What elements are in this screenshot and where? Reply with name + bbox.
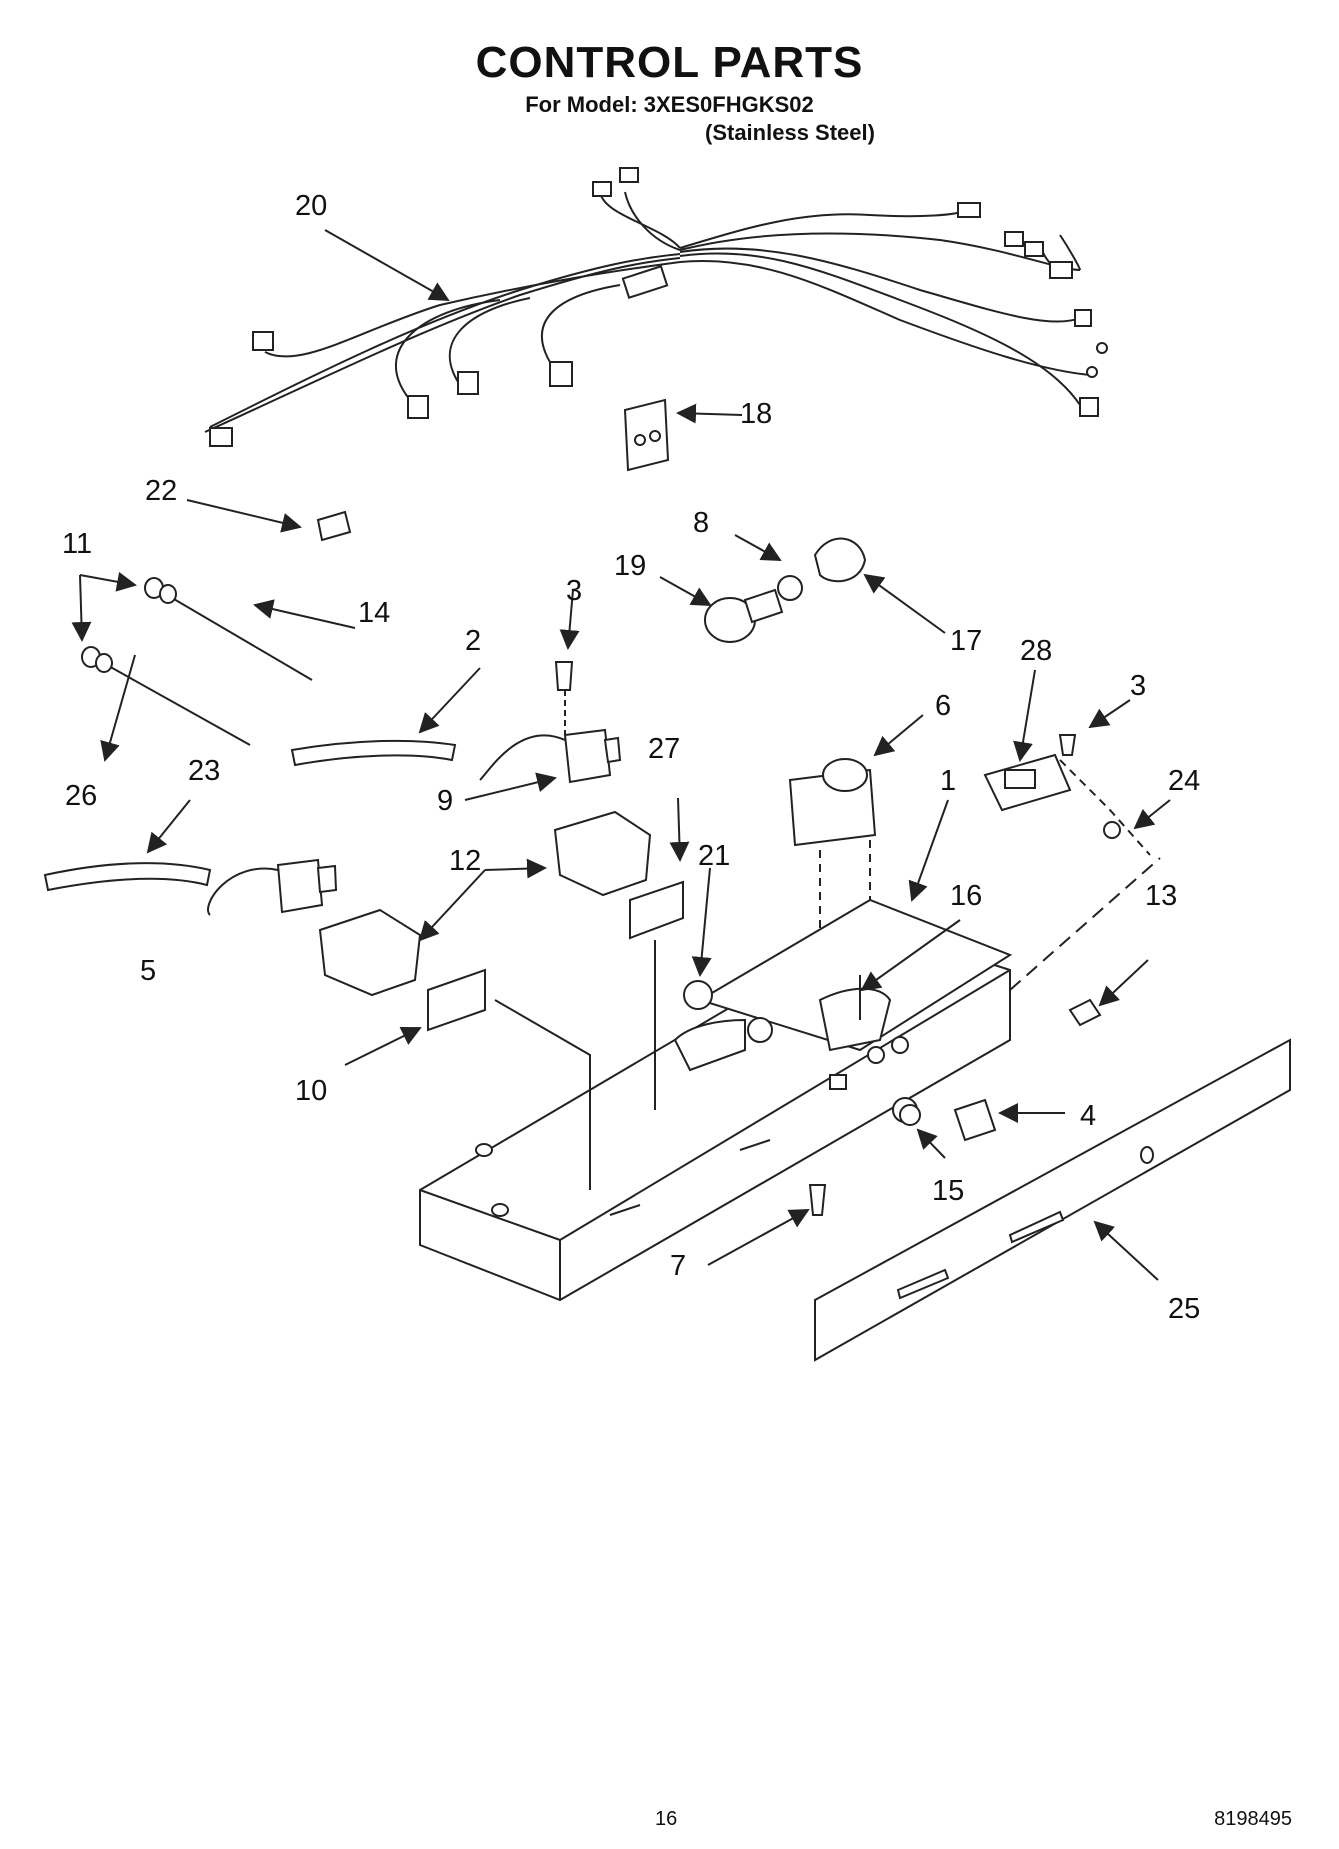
callout-21: 21 (698, 840, 730, 872)
board-28 (983, 734, 1151, 856)
label-10 (427, 968, 486, 1032)
tube-23 (43, 862, 212, 892)
lens-15 (899, 1104, 921, 1126)
rods-and-bushings (81, 577, 313, 746)
callout-23: 23 (188, 755, 220, 787)
cover-25 (814, 1038, 1291, 1362)
screw-7 (808, 1184, 827, 1216)
callout-17: 17 (950, 625, 982, 657)
clip-22 (316, 510, 352, 542)
bracket-12-b (553, 810, 652, 897)
callout-3-left: 3 (566, 575, 582, 607)
callout-19: 19 (614, 550, 646, 582)
wire-harness (204, 167, 1108, 447)
bracket-12-a (318, 908, 422, 997)
callout-14: 14 (358, 597, 390, 629)
model-line: For Model: 3XES0FHGKS02 (525, 92, 814, 117)
callout-16: 16 (950, 880, 982, 912)
callout-22: 22 (145, 475, 177, 507)
finish-line: (Stainless Steel) (705, 120, 875, 145)
callout-3-right: 3 (1130, 670, 1146, 702)
callout-26: 26 (65, 780, 97, 812)
callout-2: 2 (465, 625, 481, 657)
tube-2 (290, 739, 457, 767)
callout-1: 1 (940, 765, 956, 797)
callout-4: 4 (1080, 1100, 1096, 1132)
switch-9 (479, 661, 622, 784)
callout-11: 11 (62, 528, 92, 560)
switch-5 (207, 858, 338, 916)
callout-10: 10 (295, 1075, 327, 1107)
callout-25: 25 (1168, 1293, 1200, 1325)
label-27 (629, 880, 684, 940)
callout-8: 8 (693, 507, 709, 539)
callout-20: 20 (295, 190, 327, 222)
bracket-18 (623, 398, 670, 472)
callout-27: 27 (648, 733, 680, 765)
callout-5: 5 (140, 955, 156, 987)
leader-lines (71, 229, 1171, 1281)
callout-28: 28 (1020, 635, 1052, 667)
timer-6 (788, 758, 877, 975)
light-assembly (704, 537, 867, 643)
callout-18: 18 (740, 398, 772, 430)
callout-6: 6 (935, 690, 951, 722)
control-housing (419, 857, 1161, 1302)
page-title: CONTROL PARTS (475, 38, 864, 87)
document-number: 8198495 (1214, 1808, 1292, 1830)
knob-4 (953, 1098, 997, 1142)
callout-24: 24 (1168, 765, 1200, 797)
callout-9: 9 (437, 785, 453, 817)
page-number: 16 (655, 1808, 678, 1830)
callout-12: 12 (449, 845, 481, 877)
callout-numbers: 20 18 22 11 14 26 2 3 23 9 5 19 8 17 28 … (62, 190, 1200, 1325)
callout-13: 13 (1145, 880, 1177, 912)
screw-13 (1068, 998, 1102, 1027)
callout-7: 7 (670, 1250, 686, 1282)
callout-15: 15 (932, 1175, 964, 1207)
